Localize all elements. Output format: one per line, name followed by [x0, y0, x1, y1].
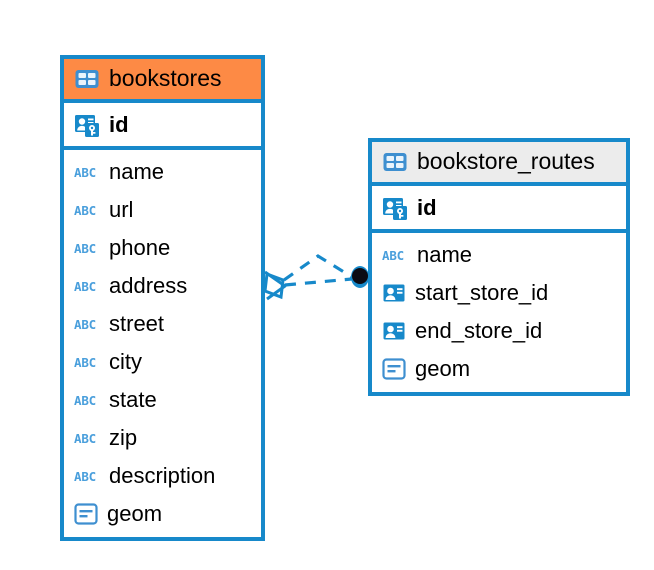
svg-text:ABC: ABC [74, 165, 96, 180]
entity-bookstore-routes[interactable]: bookstore_routes [368, 138, 630, 396]
field-name: geom [107, 501, 163, 526]
svg-text:ABC: ABC [74, 241, 96, 256]
field-name: url [109, 197, 134, 222]
field-name: street [109, 311, 165, 336]
primary-key-icon [382, 195, 408, 221]
fields-section: ABC name ABC url ABC pho [64, 150, 261, 537]
table-icon [382, 149, 408, 175]
field-name: id [109, 111, 129, 137]
field-name: city [109, 349, 142, 374]
source-endpoint-crows-foot [263, 270, 287, 301]
field-row-name[interactable]: ABC name [372, 236, 626, 274]
entity-header-bookstore-routes[interactable]: bookstore_routes [372, 142, 626, 186]
svg-text:ABC: ABC [74, 279, 96, 294]
relationship-line-lower [284, 277, 353, 287]
entity-header-bookstores[interactable]: bookstores [64, 59, 261, 103]
field-row-state[interactable]: ABC state [64, 381, 261, 419]
field-name: geom [415, 356, 471, 381]
svg-text:ABC: ABC [74, 355, 96, 370]
field-name: start_store_id [415, 280, 549, 305]
target-endpoint-circle [351, 266, 369, 288]
primary-key-section: id [372, 186, 626, 233]
field-row-street[interactable]: ABC street [64, 305, 261, 343]
field-name: phone [109, 235, 171, 260]
blob-type-icon [74, 502, 98, 526]
field-name: state [109, 387, 157, 412]
text-type-icon: ABC [74, 392, 100, 409]
field-row-address[interactable]: ABC address [64, 267, 261, 305]
text-type-icon: ABC [74, 354, 100, 371]
text-type-icon: ABC [74, 164, 100, 181]
field-name: id [417, 194, 437, 220]
entity-bookstores[interactable]: bookstores [60, 55, 265, 541]
svg-text:ABC: ABC [74, 469, 96, 484]
field-row-url[interactable]: ABC url [64, 191, 261, 229]
relationship-line-upper [283, 254, 353, 282]
field-name: end_store_id [415, 318, 543, 343]
svg-text:ABC: ABC [74, 317, 96, 332]
text-type-icon: ABC [74, 240, 100, 257]
primary-key-section: id [64, 103, 261, 150]
text-type-icon: ABC [74, 316, 100, 333]
primary-key-icon [74, 112, 100, 138]
text-type-icon: ABC [74, 278, 100, 295]
field-row-geom[interactable]: geom [64, 495, 261, 533]
entity-title: bookstore_routes [417, 148, 595, 174]
text-type-icon: ABC [74, 468, 100, 485]
field-name: zip [109, 425, 138, 450]
field-row-zip[interactable]: ABC zip [64, 419, 261, 457]
field-row-start-store-id[interactable]: start_store_id [372, 274, 626, 312]
field-row-end-store-id[interactable]: end_store_id [372, 312, 626, 350]
field-row-geom[interactable]: geom [372, 350, 626, 388]
field-row-phone[interactable]: ABC phone [64, 229, 261, 267]
text-type-icon: ABC [382, 247, 408, 264]
field-name: address [109, 273, 188, 298]
field-row-id[interactable]: id [64, 103, 261, 146]
entity-title: bookstores [109, 65, 222, 91]
field-name: description [109, 463, 216, 488]
foreign-key-icon [382, 281, 406, 305]
field-row-city[interactable]: ABC city [64, 343, 261, 381]
svg-text:ABC: ABC [382, 248, 404, 263]
field-name: name [417, 242, 473, 267]
field-name: name [109, 159, 165, 184]
svg-text:ABC: ABC [74, 393, 96, 408]
foreign-key-icon [382, 319, 406, 343]
svg-text:ABC: ABC [74, 431, 96, 446]
text-type-icon: ABC [74, 202, 100, 219]
svg-text:ABC: ABC [74, 203, 96, 218]
field-row-description[interactable]: ABC description [64, 457, 261, 495]
text-type-icon: ABC [74, 430, 100, 447]
fields-section: ABC name start_store_id [372, 233, 626, 392]
field-row-id[interactable]: id [372, 186, 626, 229]
field-row-name[interactable]: ABC name [64, 153, 261, 191]
blob-type-icon [382, 357, 406, 381]
table-icon [74, 66, 100, 92]
